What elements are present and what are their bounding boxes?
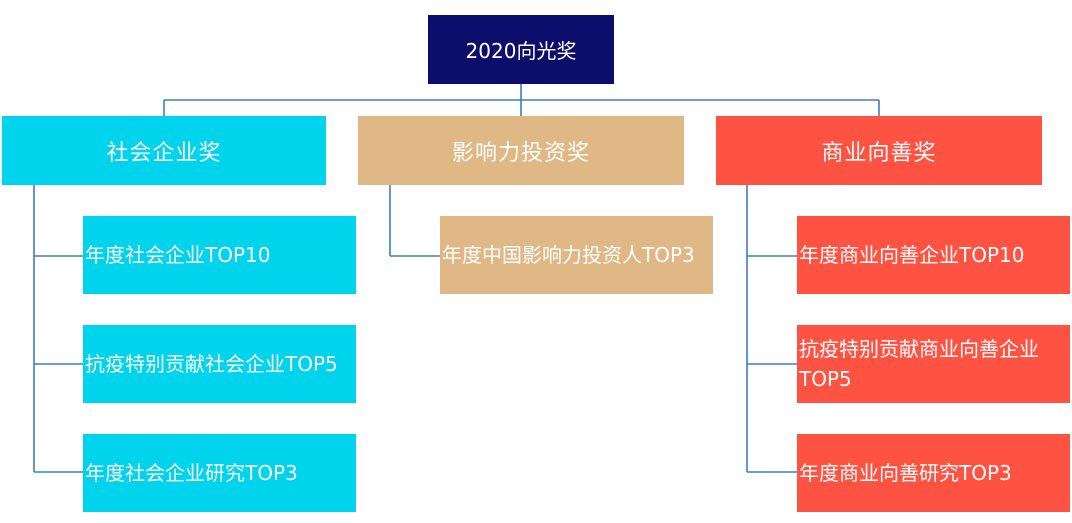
category-label: 商业向善奖 — [821, 140, 937, 166]
award-label: 年度商业向善研究TOP3 — [799, 461, 1012, 485]
award-label: 年度社会企业TOP10 — [85, 243, 271, 267]
award-label: 年度中国影响力投资人TOP3 — [442, 243, 695, 267]
award-label: 抗疫特别贡献社会企业TOP5 — [85, 352, 338, 376]
award-node: 年度商业向善研究TOP3 — [797, 434, 1070, 512]
award-node: 年度社会企业研究TOP3 — [83, 434, 356, 512]
category-business-for-good: 商业向善奖 — [716, 116, 1042, 185]
root-node: 2020向光奖 — [428, 15, 614, 84]
award-label: 抗疫特别贡献商业向善企业TOP5 — [799, 337, 1039, 391]
award-node: 抗疫特别贡献商业向善企业TOP5 — [797, 325, 1070, 403]
award-node: 抗疫特别贡献社会企业TOP5 — [83, 325, 356, 403]
award-label: 年度商业向善企业TOP10 — [799, 243, 1025, 267]
category-impact-investment: 影响力投资奖 — [358, 116, 684, 185]
award-node: 年度商业向善企业TOP10 — [797, 216, 1070, 294]
category-label: 影响力投资奖 — [451, 140, 590, 166]
award-node: 年度社会企业TOP10 — [83, 216, 356, 294]
award-node: 年度中国影响力投资人TOP3 — [440, 216, 713, 294]
category-social-enterprise: 社会企业奖 — [2, 116, 326, 185]
category-label: 社会企业奖 — [106, 140, 222, 166]
award-label: 年度社会企业研究TOP3 — [85, 461, 298, 485]
root-label: 2020向光奖 — [465, 39, 577, 63]
